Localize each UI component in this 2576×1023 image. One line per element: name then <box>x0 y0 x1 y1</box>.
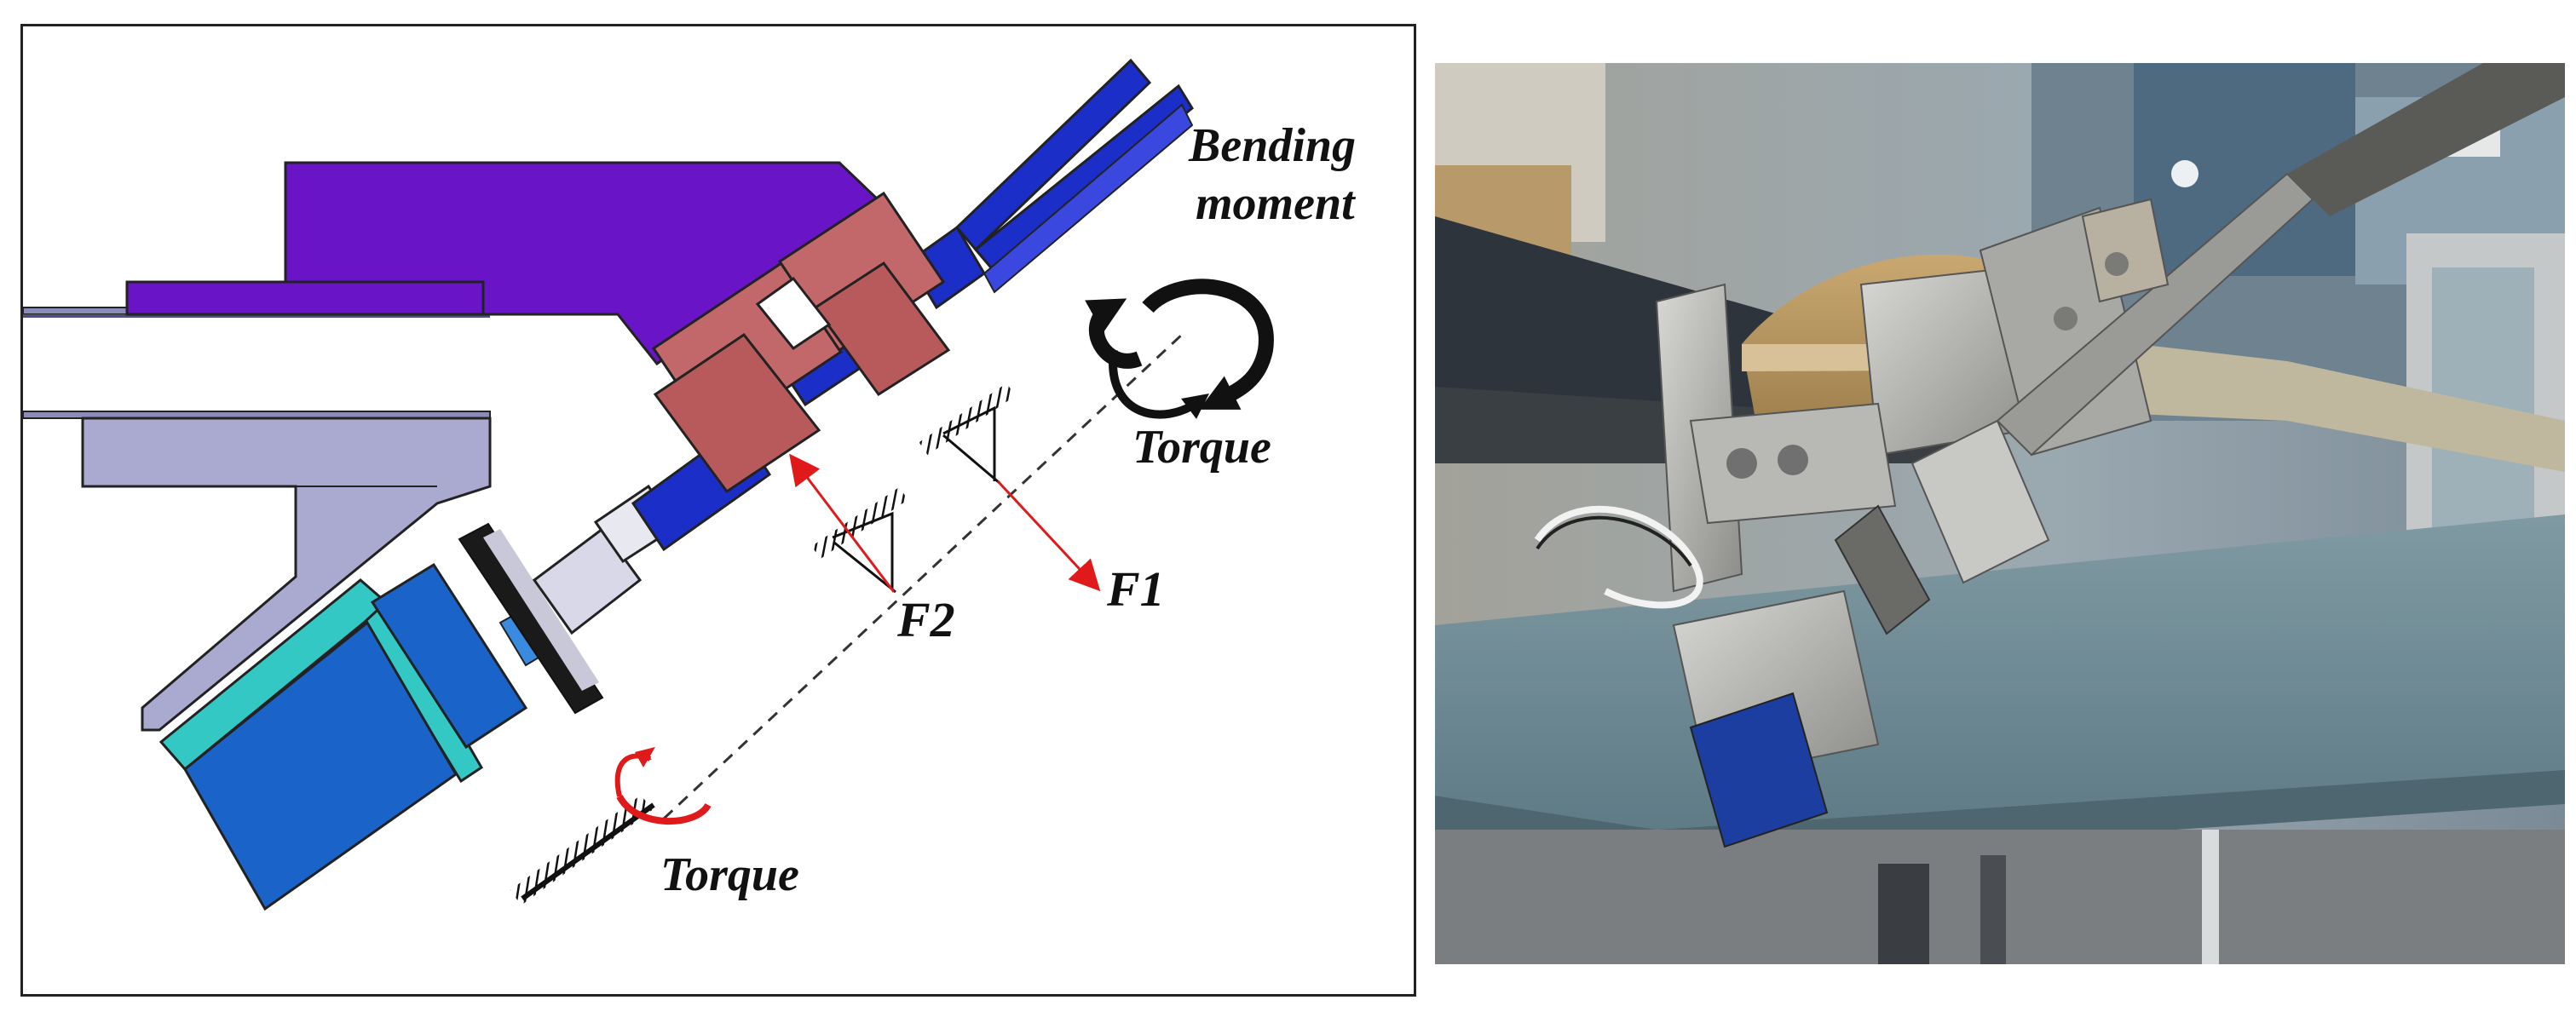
test-rig-photo <box>1435 63 2565 964</box>
bending-moment-label-1: Bending <box>1188 119 1356 172</box>
pink-mount <box>651 191 951 494</box>
force-f2-arrow <box>789 453 896 593</box>
force-f1-label: F1 <box>1106 561 1165 617</box>
mechanism-schematic: Bending moment Torque F1 F2 Torque <box>23 58 1356 911</box>
bending-moment-label-2: moment <box>1196 177 1356 230</box>
support-bottom <box>510 795 655 905</box>
diagram-panel: Bending moment Torque F1 F2 Torque <box>20 24 1416 997</box>
photo-panel <box>1435 63 2565 964</box>
force-f2-label: F2 <box>896 592 955 647</box>
torque-top-label: Torque <box>1132 421 1271 474</box>
lavender-bracket <box>81 417 492 732</box>
support-f1 <box>919 382 1016 485</box>
torque-bottom-icon <box>614 747 712 825</box>
torque-bottom-label: Torque <box>660 848 799 901</box>
support-f2 <box>811 486 908 594</box>
purple-bracket <box>125 161 882 366</box>
teal-bracket <box>158 578 484 784</box>
coupling-disk <box>458 522 604 715</box>
load-axis-line <box>662 331 1185 820</box>
bending-moment-icon <box>1085 279 1274 410</box>
torque-top-icon <box>1109 349 1210 419</box>
force-f1-arrow <box>996 480 1101 592</box>
